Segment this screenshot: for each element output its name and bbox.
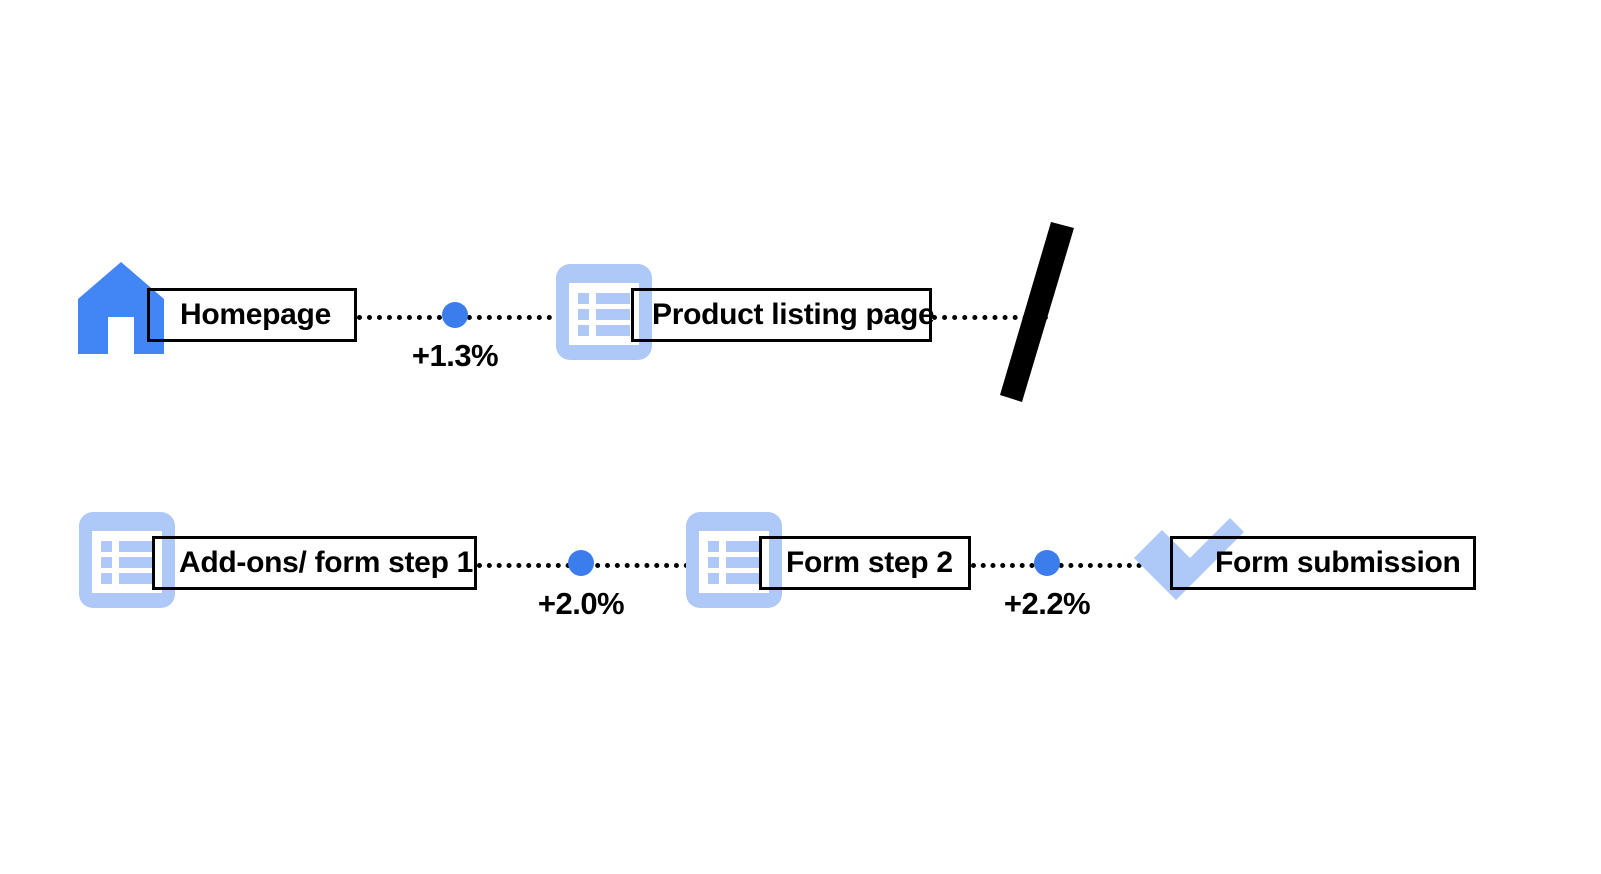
step-label-form-step-2: Form step 2 [786, 546, 953, 579]
step-label-product-listing-page: Product listing page [652, 298, 935, 331]
list-document-icon [79, 512, 175, 608]
connector-dot-3 [1034, 550, 1060, 576]
connector-form2-to-submission [971, 563, 1171, 568]
step-box-form-step-2[interactable]: Form step 2 [759, 536, 971, 590]
connector-dot-2 [568, 550, 594, 576]
connector-dot-1 [442, 302, 468, 328]
step-label-homepage: Homepage [180, 298, 331, 331]
connector-value-2: +2.0% [537, 586, 625, 621]
house-icon [78, 262, 164, 354]
connector-value-3: +2.2% [1003, 586, 1091, 621]
black-slash-icon [995, 222, 1085, 402]
list-document-icon [686, 512, 782, 608]
connector-value-1: +1.3% [411, 338, 499, 373]
connector-plp-to-next [932, 315, 1048, 320]
step-box-form-submission[interactable]: Form submission [1170, 536, 1476, 590]
step-label-form-submission: Form submission [1215, 546, 1461, 579]
step-label-add-ons-form-step-1: Add-ons/ form step 1 [179, 546, 474, 579]
step-box-add-ons-form-step-1[interactable]: Add-ons/ form step 1 [152, 536, 477, 590]
step-box-homepage[interactable]: Homepage [147, 288, 357, 342]
list-document-icon [556, 264, 652, 360]
step-box-product-listing-page[interactable]: Product listing page [631, 288, 935, 342]
